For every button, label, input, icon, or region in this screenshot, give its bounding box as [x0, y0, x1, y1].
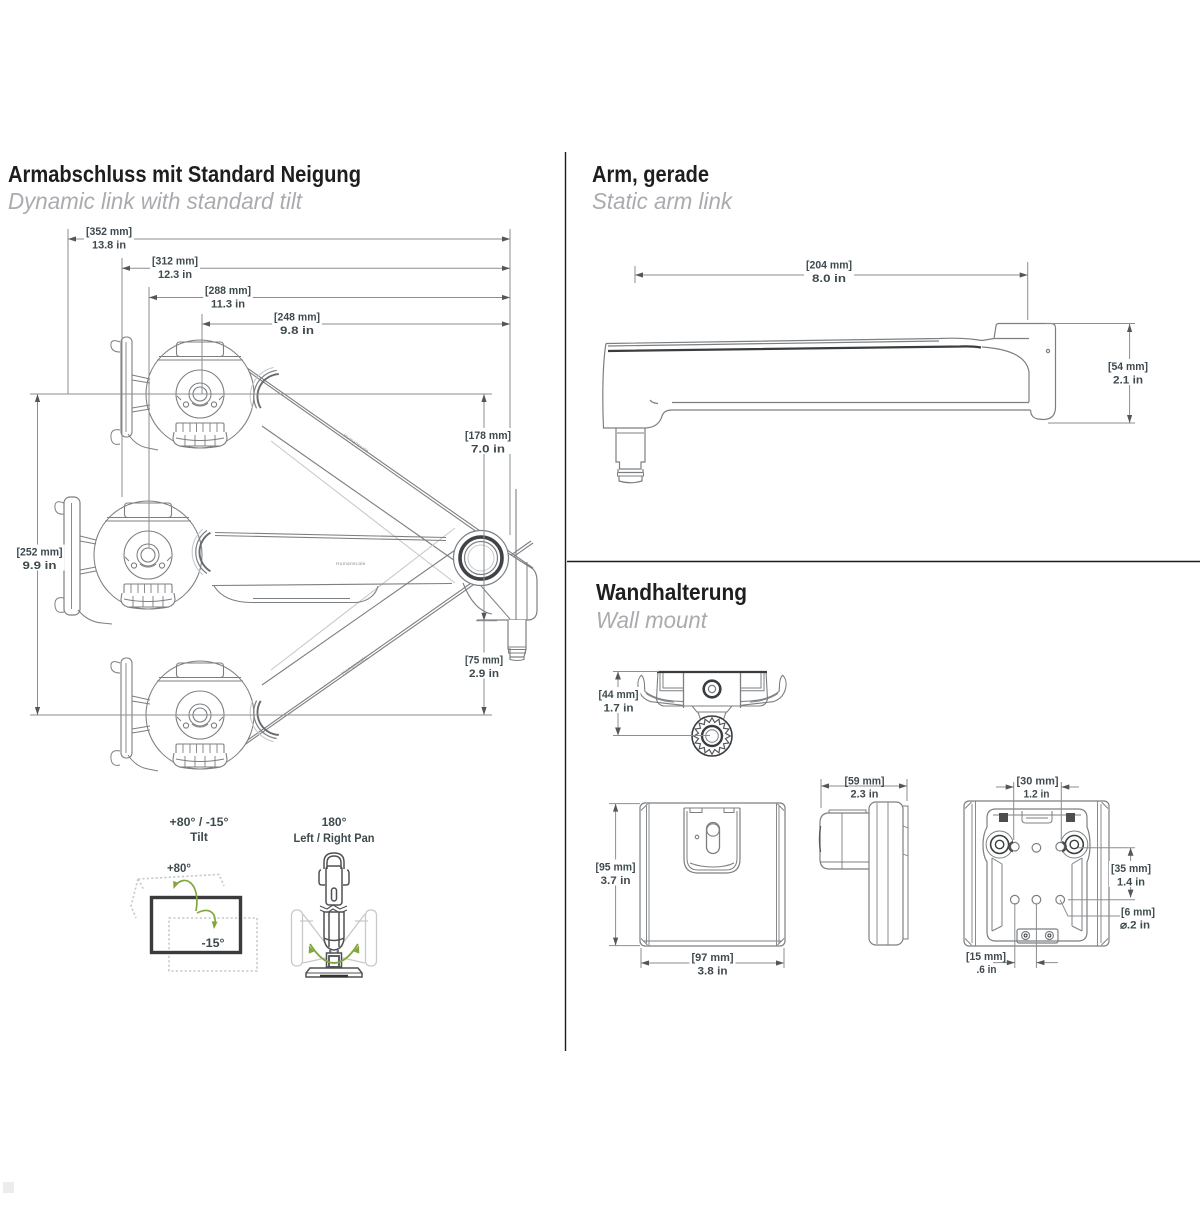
- svg-text:1.2 in: 1.2 in: [1024, 789, 1050, 801]
- svg-text:[30 mm]: [30 mm]: [1017, 776, 1059, 788]
- svg-text:13.8 in: 13.8 in: [92, 240, 126, 252]
- svg-text:9.9 in: 9.9 in: [23, 560, 57, 572]
- svg-text:2.1 in: 2.1 in: [1113, 375, 1143, 387]
- svg-text:Static arm link: Static arm link: [592, 188, 733, 214]
- svg-text:7.0 in: 7.0 in: [471, 444, 505, 456]
- svg-text:[35 mm]: [35 mm]: [1111, 863, 1151, 875]
- svg-text:[95 mm]: [95 mm]: [596, 862, 636, 874]
- svg-text:[59 mm]: [59 mm]: [845, 776, 885, 788]
- svg-text:[6 mm]: [6 mm]: [1121, 907, 1155, 919]
- svg-text:[97 mm]: [97 mm]: [692, 952, 734, 964]
- svg-text:8.0 in: 8.0 in: [812, 273, 846, 285]
- svg-text:[288 mm]: [288 mm]: [205, 285, 251, 297]
- svg-text:+80°: +80°: [167, 861, 191, 875]
- svg-text:Armabschluss mit Standard Neig: Armabschluss mit Standard Neigung: [8, 161, 361, 187]
- svg-text:Arm, gerade: Arm, gerade: [592, 161, 709, 187]
- svg-text:+80° / -15°: +80° / -15°: [170, 815, 229, 829]
- svg-text:[15 mm]: [15 mm]: [966, 951, 1006, 963]
- svg-text:12.3 in: 12.3 in: [158, 269, 192, 281]
- svg-text:Tilt: Tilt: [190, 830, 208, 844]
- svg-text:Humanscale: Humanscale: [336, 561, 366, 567]
- svg-text:2.3 in: 2.3 in: [851, 789, 879, 801]
- svg-text:-15°: -15°: [202, 936, 225, 950]
- svg-text:9.8 in: 9.8 in: [280, 325, 314, 337]
- svg-text:Wall mount: Wall mount: [596, 607, 709, 633]
- svg-text:1.7 in: 1.7 in: [604, 703, 634, 715]
- svg-text:11.3 in: 11.3 in: [211, 299, 245, 311]
- svg-text:3.8 in: 3.8 in: [698, 966, 728, 978]
- svg-text:.6 in: .6 in: [977, 964, 997, 976]
- svg-text:180°: 180°: [322, 815, 347, 829]
- svg-text:Wandhalterung: Wandhalterung: [596, 579, 747, 605]
- svg-text:[352 mm]: [352 mm]: [86, 226, 132, 238]
- svg-text:[252 mm]: [252 mm]: [17, 547, 63, 559]
- svg-text:[54 mm]: [54 mm]: [1108, 361, 1148, 373]
- svg-text:[75 mm]: [75 mm]: [465, 655, 503, 667]
- svg-text:⌀.2 in: ⌀.2 in: [1120, 920, 1150, 932]
- svg-text:Left / Right Pan: Left / Right Pan: [294, 831, 375, 845]
- svg-text:1.4 in: 1.4 in: [1117, 877, 1145, 889]
- svg-text:[204 mm]: [204 mm]: [806, 260, 852, 272]
- svg-text:[44 mm]: [44 mm]: [599, 689, 639, 701]
- svg-text:2.9 in: 2.9 in: [469, 668, 499, 680]
- svg-text:[178 mm]: [178 mm]: [465, 430, 511, 442]
- svg-text:3.7 in: 3.7 in: [601, 875, 631, 887]
- svg-text:Dynamic link with standard til: Dynamic link with standard tilt: [8, 188, 304, 214]
- svg-text:[312 mm]: [312 mm]: [152, 256, 198, 268]
- svg-text:[248 mm]: [248 mm]: [274, 312, 320, 324]
